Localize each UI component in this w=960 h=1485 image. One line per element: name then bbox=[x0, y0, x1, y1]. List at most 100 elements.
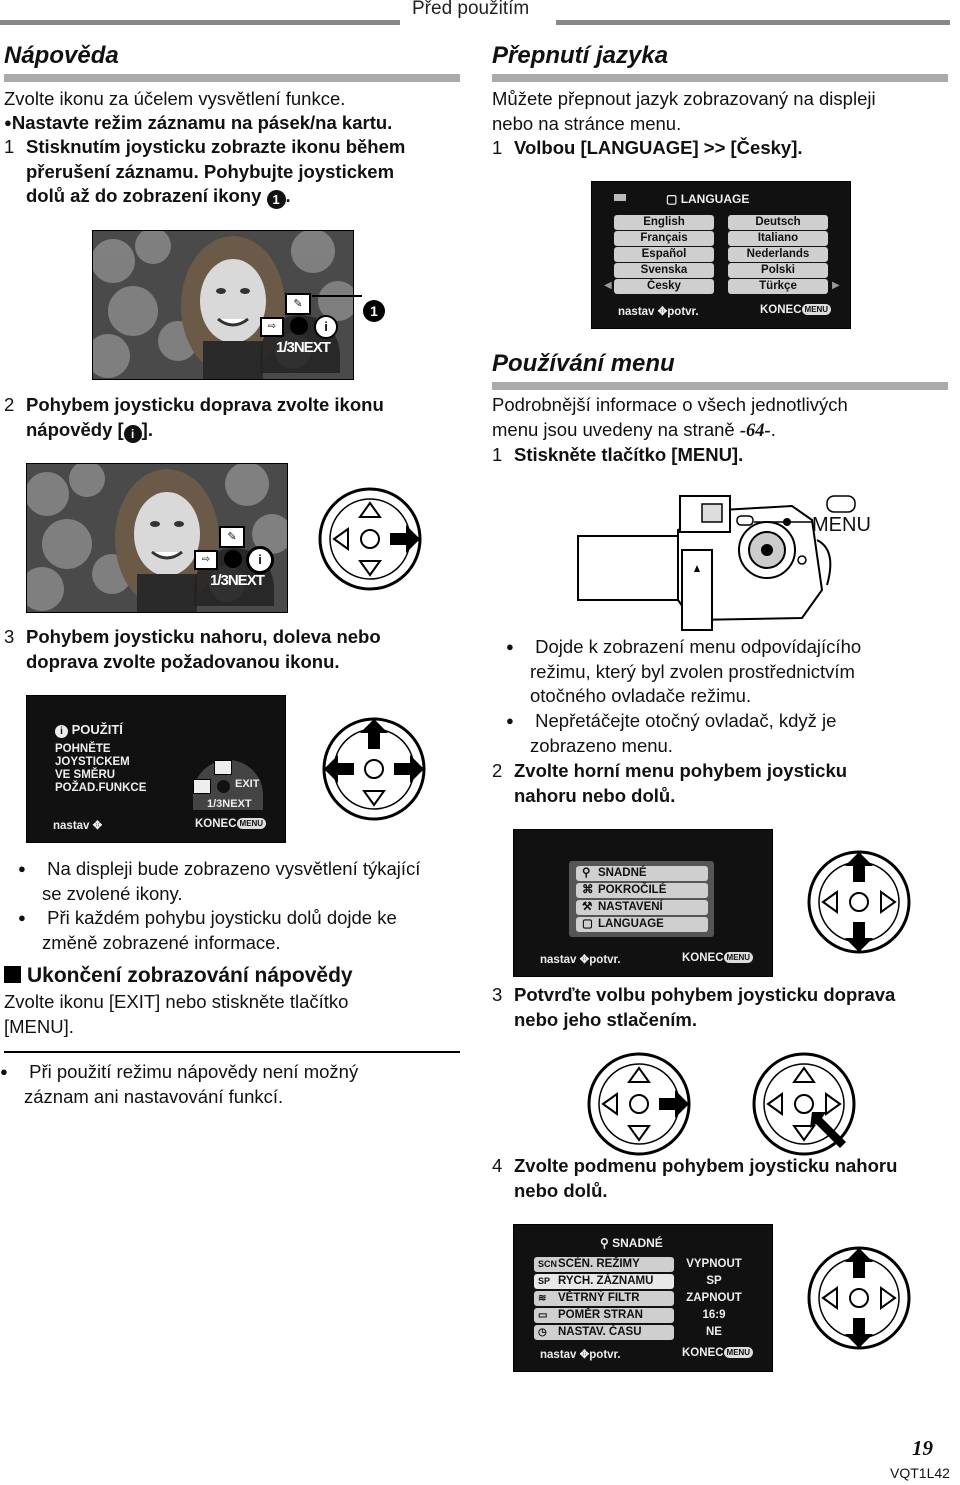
menu-use-step-3-line1: Potvrďte volbu pohybem joysticku doprava bbox=[514, 984, 896, 1005]
header-title: Před použitím bbox=[412, 0, 530, 19]
record-check-icon: ✎ bbox=[285, 293, 311, 315]
language-option[interactable]: Español bbox=[614, 247, 714, 262]
footer-konec: KONEC bbox=[760, 304, 802, 316]
sub-menu-row[interactable]: ≋VĚTRNÝ FILTR ZAPNOUT bbox=[534, 1291, 758, 1306]
page-number: 19 bbox=[912, 1436, 933, 1460]
language-option[interactable]: Français bbox=[614, 231, 714, 246]
language-option[interactable]: Italiano bbox=[728, 231, 828, 246]
scene-icon: SCN bbox=[538, 1259, 558, 1269]
center-dot-icon bbox=[290, 317, 308, 335]
language-option[interactable]: English bbox=[614, 215, 714, 230]
info-icon: i bbox=[123, 424, 142, 443]
period: . bbox=[770, 418, 776, 440]
next-label: 1/3NEXT bbox=[210, 572, 265, 589]
language-step-1-text: Volbou [LANGUAGE] >> [Česky]. bbox=[514, 137, 803, 158]
help-screen-text: POHNĚTE JOYSTICKEM VE SMĚRU POŽAD.FUNKCE bbox=[55, 743, 146, 795]
joystick-mini-icon: ✥ bbox=[657, 306, 668, 318]
menu-use-bullet-1-line2: režimu, který byl zvolen prostřednictvím bbox=[530, 660, 855, 682]
menu-use-bullet-1-line3: otočného ovladače režimu. bbox=[530, 685, 752, 706]
menu-use-bullet-1: Dojde k zobrazení menu odpovídajícího re… bbox=[506, 635, 960, 709]
language-option[interactable]: Nederlands bbox=[728, 247, 828, 262]
screen-footer-left: nastav ✥ bbox=[53, 818, 102, 832]
step-number: 1 bbox=[492, 444, 503, 465]
top-menu-screen: ⚲SNADNÉ ⌘POKROČILÉ ⚒NASTAVENÍ ▢LANGUAGE … bbox=[513, 829, 773, 977]
sub-menu-row[interactable]: ◷ NASTAV. ČASU NE bbox=[534, 1325, 758, 1340]
joystick-mini-icon: ✥ bbox=[579, 954, 590, 966]
joystick-up-down-icon bbox=[807, 850, 911, 954]
language-option[interactable]: Polski bbox=[728, 263, 828, 278]
sub-menu-value: NE bbox=[706, 1326, 722, 1338]
sub-menu-row[interactable]: ▭POMĚR STRAN 16:9 bbox=[534, 1308, 758, 1323]
fade-icon bbox=[193, 779, 211, 794]
help-title-rule bbox=[4, 74, 460, 82]
help-bullet-3-line1: Při každém pohybu joysticku dolů dojde k… bbox=[47, 907, 397, 928]
language-option[interactable]: Deutsch bbox=[728, 215, 828, 230]
wind-filter-icon: ≋ bbox=[538, 1293, 547, 1304]
screen-footer-left: nastav ✥potvr. bbox=[618, 304, 699, 318]
rec-speed-icon: SP bbox=[538, 1276, 551, 1286]
help-screen-line: JOYSTICKEM bbox=[55, 756, 130, 768]
help-bullet-2-line1: Na displeji bude zobrazeno vysvětlení tý… bbox=[47, 858, 421, 879]
exit-label: EXIT bbox=[235, 778, 260, 790]
sub-menu-row[interactable]: SCNSCÉN. REŽIMY VYPNOUT bbox=[534, 1257, 758, 1272]
language-option-selected[interactable]: Česky bbox=[614, 279, 714, 294]
menu-use-bullet-2-line1: Nepřetáčejte otočný ovladač, když je bbox=[535, 710, 837, 731]
help-note-line2: záznam ani nastavování funkcí. bbox=[24, 1085, 284, 1107]
help-info-icon-selected: i bbox=[246, 546, 274, 574]
sub-menu-label: POMĚR STRAN bbox=[558, 1309, 643, 1321]
help-screen-title-text: POUŽITÍ bbox=[71, 722, 123, 737]
help-screen: i POUŽITÍ POHNĚTE JOYSTICKEM VE SMĚRU PO… bbox=[26, 695, 286, 843]
top-menu-item-easy[interactable]: ⚲SNADNÉ bbox=[576, 866, 708, 881]
period: . bbox=[285, 185, 291, 206]
note-divider bbox=[4, 1051, 460, 1053]
language-icon: ▢ bbox=[582, 918, 593, 930]
callout-1-icon: 1 bbox=[266, 190, 286, 209]
sub-menu-value: 16:9 bbox=[702, 1309, 726, 1321]
help-bullet-2: Na displeji bude zobrazeno vysvětlení tý… bbox=[18, 857, 492, 906]
sub-menu-value: ZAPNOUT bbox=[686, 1292, 742, 1304]
footer-potvr: potvr. bbox=[589, 1349, 621, 1361]
top-menu-item-advanced[interactable]: ⌘POKROČILÉ bbox=[576, 883, 708, 898]
language-option[interactable]: Svenska bbox=[614, 263, 714, 278]
walker-icon: ⚲ bbox=[600, 1236, 609, 1250]
language-icon: ▢ bbox=[666, 192, 678, 206]
help-step-1-line3: dolů až do zobrazení ikony bbox=[26, 185, 267, 206]
language-screen-title-text: LANGUAGE bbox=[680, 192, 750, 206]
end-help-heading: Ukončení zobrazování nápovědy bbox=[4, 964, 353, 988]
sub-menu-title-text: SNADNÉ bbox=[612, 1236, 663, 1250]
help-photo-1: ✎ ⇨ i 1/3NEXT bbox=[92, 230, 354, 380]
step-number: 1 bbox=[4, 136, 15, 157]
language-intro: Můžete přepnout jazyk zobrazovaný na dis… bbox=[492, 87, 952, 136]
help-bullet-1: ●Nastavte režim záznamu na pásek/na kart… bbox=[4, 112, 393, 133]
language-title: Přepnutí jazyka bbox=[492, 42, 669, 69]
menu-button-label: MENU bbox=[812, 514, 871, 536]
language-title-rule bbox=[492, 74, 948, 82]
record-check-icon bbox=[214, 760, 232, 775]
page-reference: -64- bbox=[739, 420, 771, 441]
help-step-1-line2: přerušení záznamu. Pohybujte joystickem bbox=[26, 160, 395, 182]
top-menu-item-label: SNADNÉ bbox=[598, 867, 647, 879]
help-screen-title: i POUŽITÍ bbox=[55, 722, 123, 738]
step-number: 2 bbox=[4, 394, 15, 415]
screen-footer-left: nastav ✥potvr. bbox=[540, 1347, 621, 1361]
menu-use-step-3-line2: nebo jeho stlačením. bbox=[514, 1008, 697, 1030]
header-rule-right bbox=[556, 20, 950, 25]
joystick-mini-icon: ✥ bbox=[579, 1349, 590, 1361]
sub-menu-label: NASTAV. ČASU bbox=[558, 1326, 642, 1338]
help-step-3-line2: doprava zvolte požadovanou ikonu. bbox=[26, 650, 340, 672]
top-menu-item-setup[interactable]: ⚒NASTAVENÍ bbox=[576, 900, 708, 915]
language-option[interactable]: Türkçe bbox=[728, 279, 828, 294]
step-number: 2 bbox=[492, 760, 503, 781]
joystick-right-icon bbox=[318, 487, 422, 591]
top-menu-item-language[interactable]: ▢LANGUAGE bbox=[576, 917, 708, 932]
woman-photo-2 bbox=[27, 464, 287, 612]
menu-pill: MENU bbox=[801, 304, 832, 315]
footer-potvr: potvr. bbox=[667, 306, 699, 318]
menu-pill: MENU bbox=[723, 952, 754, 963]
clock-icon: ◷ bbox=[538, 1327, 547, 1338]
